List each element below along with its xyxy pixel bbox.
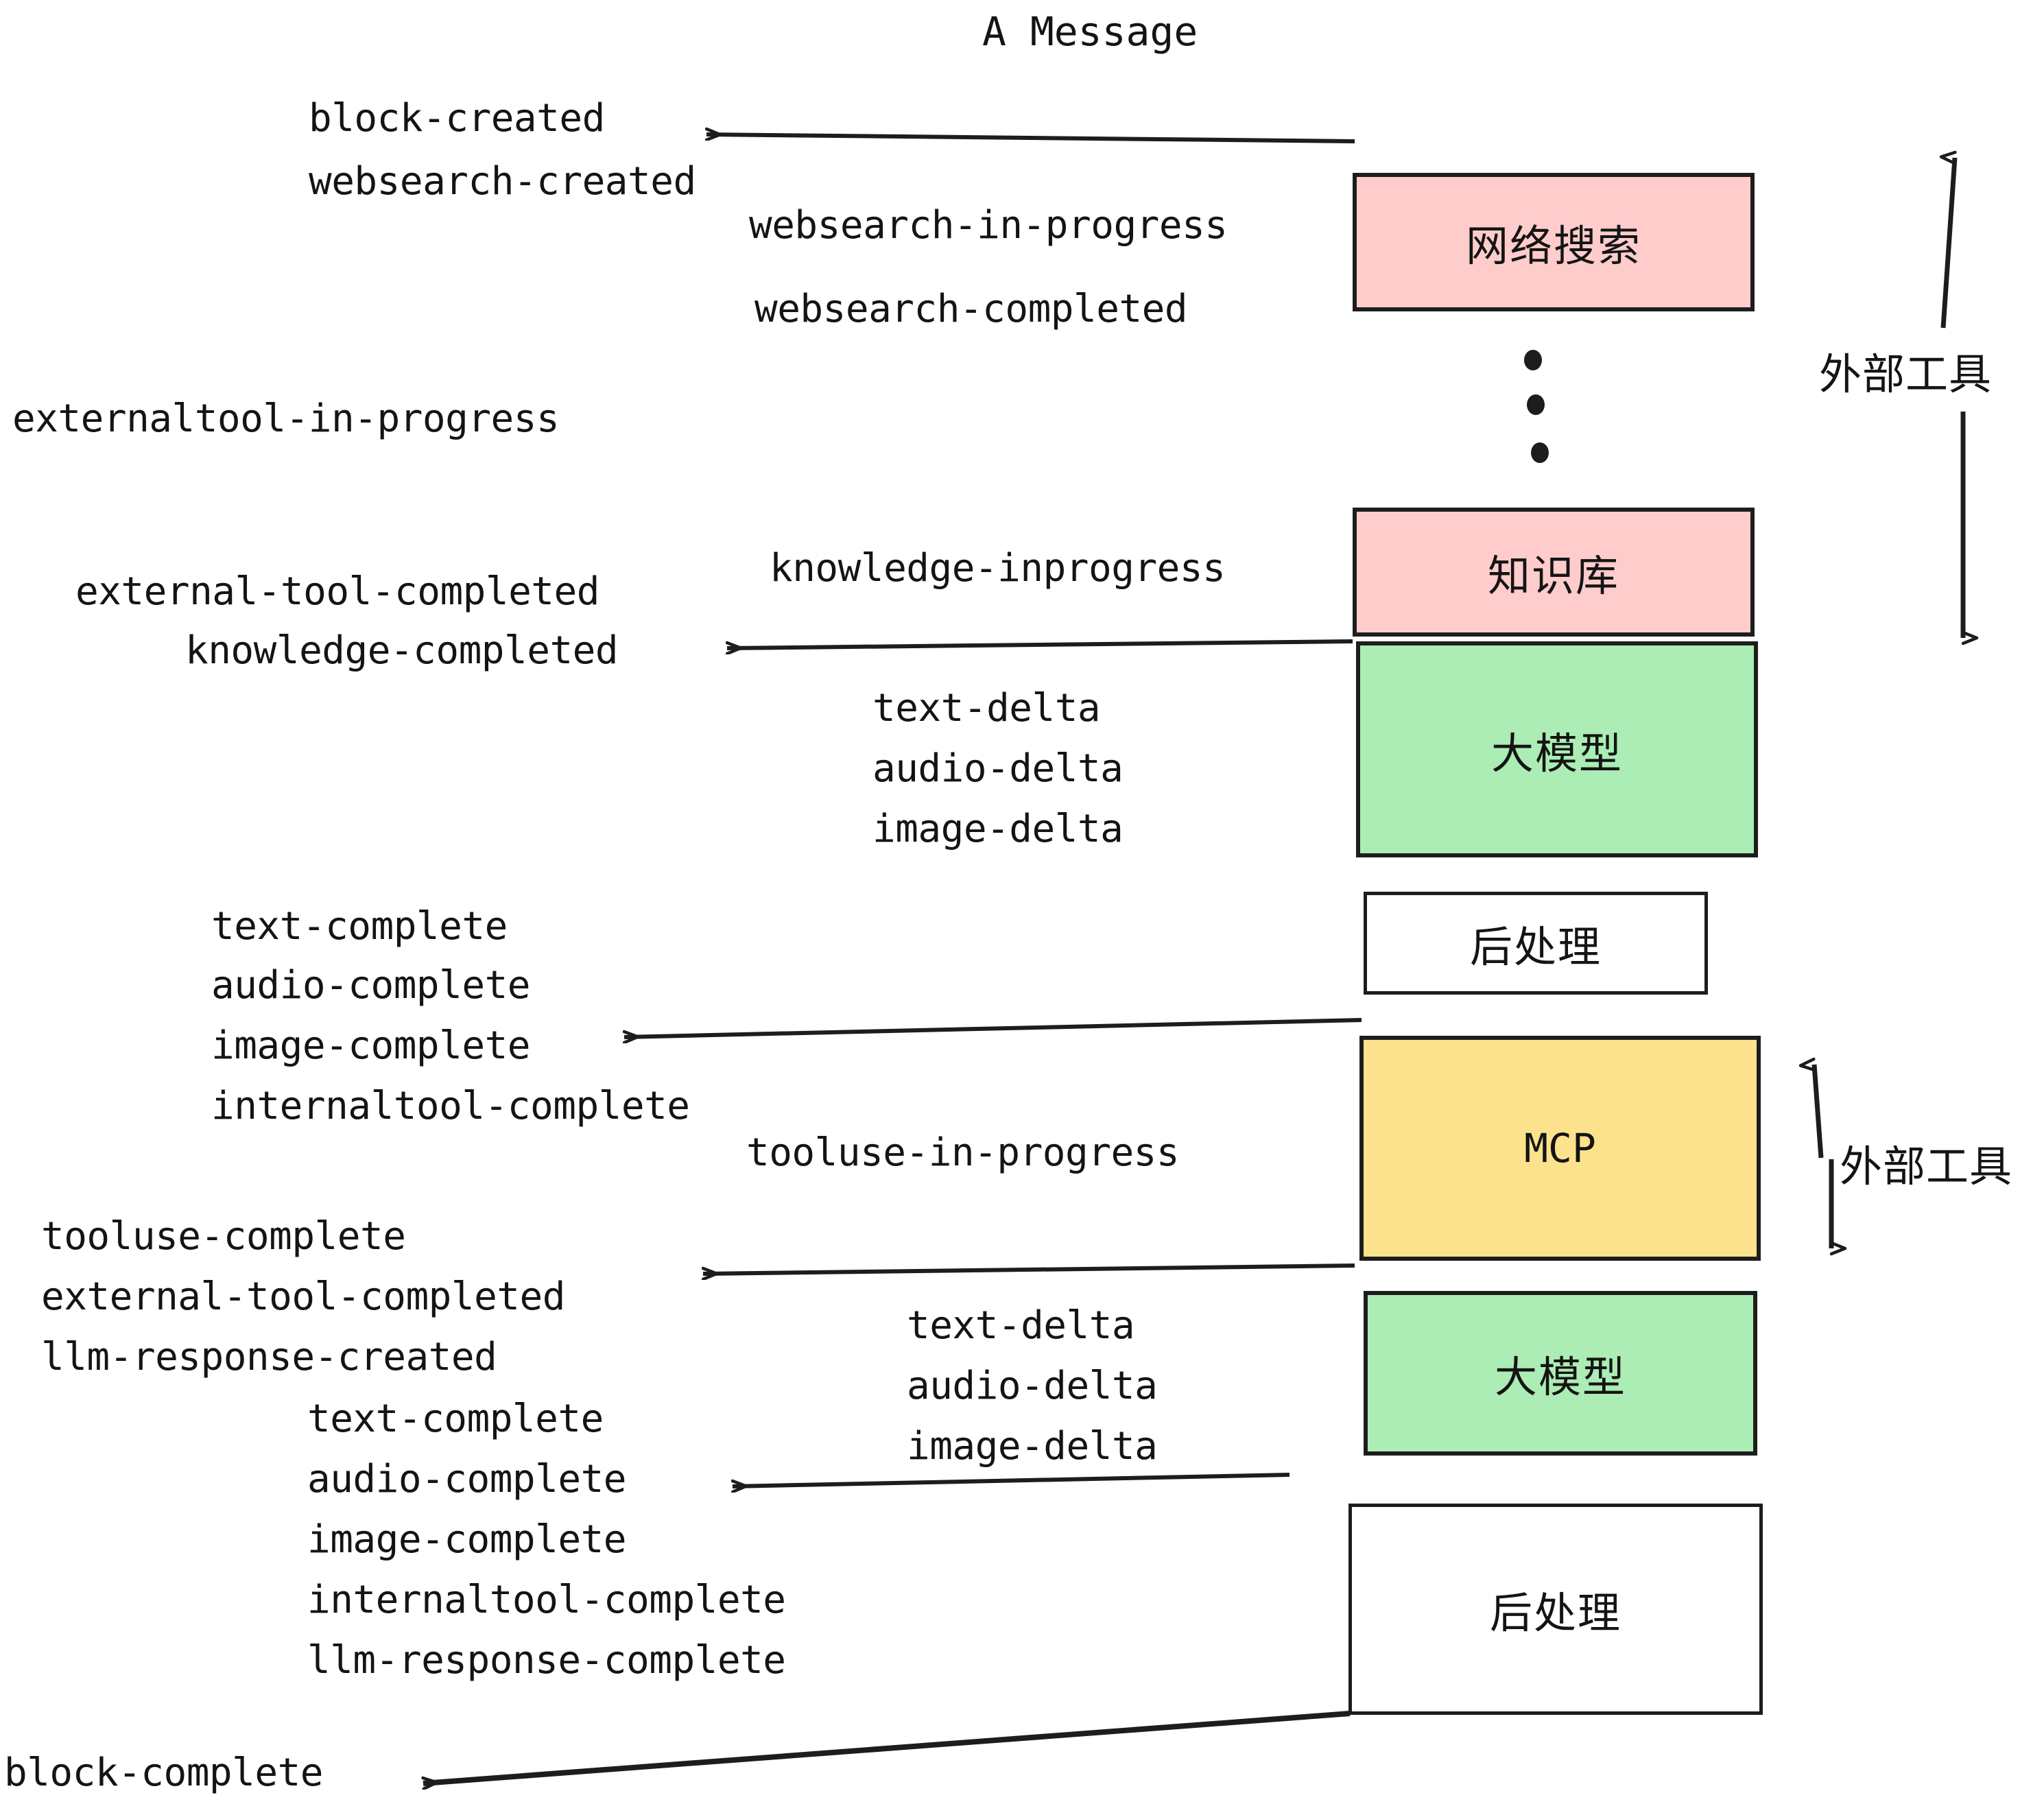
arrow-ext-tools-bottom-up: [1814, 1065, 1824, 1159]
arrow-post1-to-image-complete: [624, 1018, 1362, 1037]
node-knowledge[interactable]: 知识库: [1353, 508, 1755, 637]
event-audio-delta-2: audio-delta: [907, 1364, 1158, 1408]
event-knowledge-inprogress: knowledge-inprogress: [770, 546, 1226, 591]
node-postprocess-first-label: 后处理: [1469, 924, 1602, 971]
arrow-llm2-to-audio-complete: [733, 1473, 1290, 1486]
event-text-complete-2: text-complete: [307, 1397, 604, 1441]
event-audio-complete-1: audio-complete: [211, 963, 531, 1008]
event-image-complete-1: image-complete: [211, 1023, 531, 1068]
event-text-delta-1: text-delta: [872, 686, 1101, 731]
event-external-tool-completed-1: external-tool-completed: [75, 569, 599, 614]
event-websearch-created: websearch-created: [309, 159, 696, 204]
node-knowledge-label: 知识库: [1487, 553, 1619, 600]
event-tooluse-complete: tooluse-complete: [41, 1214, 406, 1259]
node-mcp[interactable]: MCP: [1359, 1036, 1761, 1261]
node-mcp-label: MCP: [1524, 1125, 1596, 1172]
ellipsis-dot-2: [1527, 394, 1545, 415]
arrow-ext-tools-top-up: [1943, 158, 1958, 329]
event-text-complete-1: text-complete: [211, 904, 508, 949]
node-websearch[interactable]: 网络搜索: [1353, 173, 1755, 311]
arrow-websearch-to-created: [706, 134, 1355, 143]
event-websearch-completed: websearch-completed: [754, 287, 1188, 331]
arrow-mcp-to-tooluse-complete: [703, 1263, 1355, 1274]
event-knowledge-completed: knowledge-completed: [185, 628, 619, 673]
node-llm-second-label: 大模型: [1494, 1354, 1626, 1401]
node-llm-second[interactable]: 大模型: [1364, 1291, 1757, 1456]
event-block-created: block-created: [309, 96, 605, 141]
event-tooluse-in-progress: tooluse-in-progress: [746, 1130, 1180, 1175]
event-text-delta-2: text-delta: [907, 1303, 1135, 1348]
diagram-title: A Message: [982, 8, 1198, 55]
ellipsis-dot-3: [1531, 442, 1549, 463]
node-postprocess-second-label: 后处理: [1489, 1590, 1621, 1637]
ellipsis-dot-1: [1524, 350, 1542, 370]
arrow-post2-to-block-complete: [423, 1711, 1351, 1783]
node-llm-first-label: 大模型: [1490, 730, 1623, 778]
node-postprocess-second[interactable]: 后处理: [1348, 1504, 1763, 1715]
event-image-delta-2: image-delta: [907, 1424, 1158, 1469]
event-audio-complete-2: audio-complete: [307, 1457, 627, 1502]
node-llm-first[interactable]: 大模型: [1356, 641, 1758, 857]
event-image-complete-2: image-complete: [307, 1517, 627, 1562]
event-internaltool-complete-2: internaltool-complete: [307, 1578, 786, 1622]
event-image-delta-1: image-delta: [872, 807, 1124, 851]
arrow-knowledge-to-completed: [727, 639, 1353, 648]
group-label-external-tools-bottom: 外部工具: [1840, 1143, 2013, 1191]
event-internaltool-complete-1: internaltool-complete: [211, 1084, 690, 1128]
event-audio-delta-1: audio-delta: [872, 746, 1124, 791]
group-label-external-tools-top: 外部工具: [1819, 351, 1993, 399]
event-llm-response-created: llm-response-created: [41, 1335, 497, 1379]
node-websearch-label: 网络搜索: [1465, 223, 1641, 270]
node-postprocess-first[interactable]: 后处理: [1364, 892, 1708, 995]
event-block-complete: block-complete: [4, 1750, 324, 1795]
event-external-tool-completed-2: external-tool-completed: [41, 1274, 565, 1319]
event-llm-response-complete: llm-response-complete: [307, 1638, 786, 1683]
event-externaltool-in-progress: externaltool-in-progress: [12, 396, 560, 441]
event-websearch-in-progress: websearch-in-progress: [749, 203, 1228, 248]
